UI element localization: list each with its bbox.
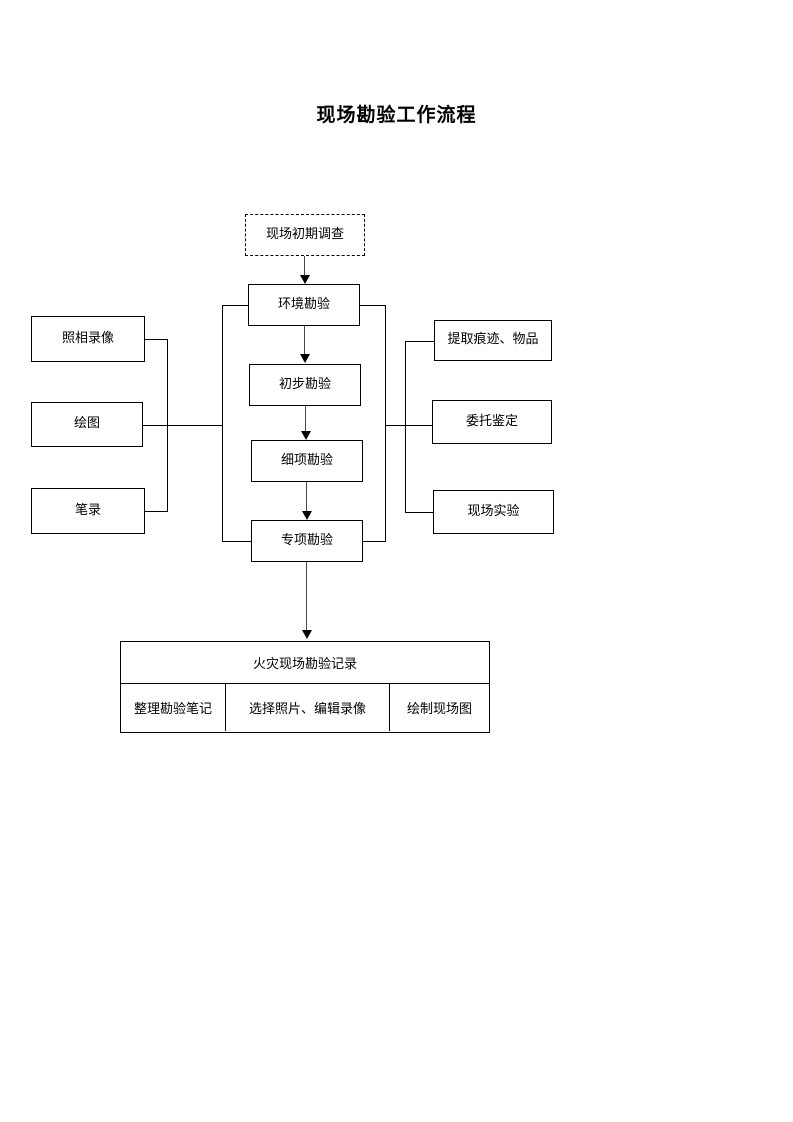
node-label: 现场初期调查 [265,226,344,242]
arrow-start-to-environment-stem [304,256,305,277]
node-label: 专项勘验 [280,532,333,548]
arrow-preliminary-to-detail-stem [305,406,306,431]
node-extract-traces-items[interactable]: 提取痕迹、物品 [434,320,552,361]
arrow-special-to-record-head [302,630,312,639]
node-initial-investigation[interactable]: 现场初期调查 [245,214,365,256]
node-environment-survey[interactable]: 环境勘验 [248,284,360,326]
record-cell-select-photos-edit-video[interactable]: 选择照片、编辑录像 [226,684,390,731]
record-cell-draw-scene-map[interactable]: 绘制现场图 [406,702,472,717]
arrow-start-to-environment-head [300,275,310,284]
left-bracket-vertical [222,305,223,541]
arrow-detail-to-special-head [302,511,312,520]
left-bus-connector [167,425,223,426]
arrow-environment-to-preliminary-stem [304,326,305,354]
left-bracket-stub-top [222,305,249,306]
node-label: 照相录像 [61,330,114,346]
record-cell-organize-notes[interactable]: 整理勘验笔记 [121,684,226,731]
arrow-detail-to-special-stem [306,482,307,511]
page-title: 现场勘验工作流程 [316,104,477,126]
arrow-environment-to-preliminary-head [300,354,310,363]
left-bracket-stub-bottom [222,541,252,542]
node-label: 委托鉴定 [465,413,518,429]
right-bracket-vertical [385,305,386,541]
right-bus-stub-appraisal [405,425,433,426]
right-bus-connector [385,425,406,426]
node-drawing[interactable]: 绘图 [31,402,143,447]
right-bus-stub-extract [405,341,435,342]
node-label: 提取痕迹、物品 [447,332,539,348]
record-table: 火灾现场勘验记录 整理勘验笔记 选择照片、编辑录像 绘制现场图 [120,641,490,733]
node-preliminary-survey[interactable]: 初步勘验 [249,364,361,406]
node-transcript[interactable]: 笔录 [31,488,145,534]
node-detailed-survey[interactable]: 细项勘验 [251,440,363,482]
record-table-row: 整理勘验笔记 选择照片、编辑录像 绘制现场图 [121,684,489,731]
left-bus-stub-drawing [143,425,168,426]
right-bus-stub-experiment [405,512,434,513]
arrow-special-to-record-stem [306,562,307,630]
node-scene-experiment[interactable]: 现场实验 [433,490,554,534]
node-label: 环境勘验 [277,296,330,312]
arrow-preliminary-to-detail-head [301,431,311,440]
node-label: 笔录 [74,502,101,518]
node-photography-video[interactable]: 照相录像 [31,316,145,362]
record-table-header: 火灾现场勘验记录 [121,642,489,684]
right-bracket-stub-top [359,305,386,306]
left-bus-stub-photography [145,339,168,340]
node-label: 细项勘验 [280,452,333,468]
node-commission-appraisal[interactable]: 委托鉴定 [432,400,552,444]
left-bus-stub-transcript [145,511,168,512]
node-special-survey[interactable]: 专项勘验 [251,520,363,562]
right-bracket-stub-bottom [362,541,386,542]
right-bus-vertical [405,341,406,512]
node-label: 初步勘验 [278,376,331,392]
node-label: 现场实验 [467,503,520,519]
node-label: 绘图 [73,416,100,432]
